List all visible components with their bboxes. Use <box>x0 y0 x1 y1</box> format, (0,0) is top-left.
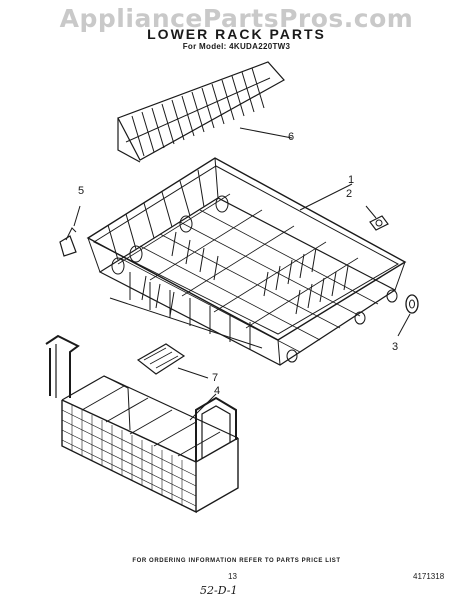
callout-1: 1 <box>348 174 355 186</box>
model-label: For Model: 4KUDA220TW3 <box>182 42 291 51</box>
page-title: LOWER RACK PARTS <box>147 26 326 42</box>
callout-4: 4 <box>214 385 221 397</box>
callout-6: 6 <box>288 131 295 143</box>
handwritten-note: 52-D-1 <box>200 584 238 597</box>
lower-rack-basket-part <box>86 157 407 366</box>
silverware-basket-part <box>45 334 239 514</box>
rack-clip-part <box>59 205 81 257</box>
callout-5: 5 <box>78 185 85 197</box>
callout-3: 3 <box>392 341 399 353</box>
basket-cover-part <box>136 343 209 379</box>
page-number: 13 <box>228 572 237 581</box>
callout-2: 2 <box>346 188 353 200</box>
rack-insert-part <box>117 61 293 163</box>
wheel-clip-part <box>365 205 389 231</box>
ordering-note: FOR ORDERING INFORMATION REFER TO PARTS … <box>132 558 341 564</box>
watermark: AppliancePartsPros.com <box>59 4 414 33</box>
document-number: 4171318 <box>413 572 445 581</box>
rack-wheel-part <box>397 294 419 337</box>
callout-7: 7 <box>212 372 219 384</box>
